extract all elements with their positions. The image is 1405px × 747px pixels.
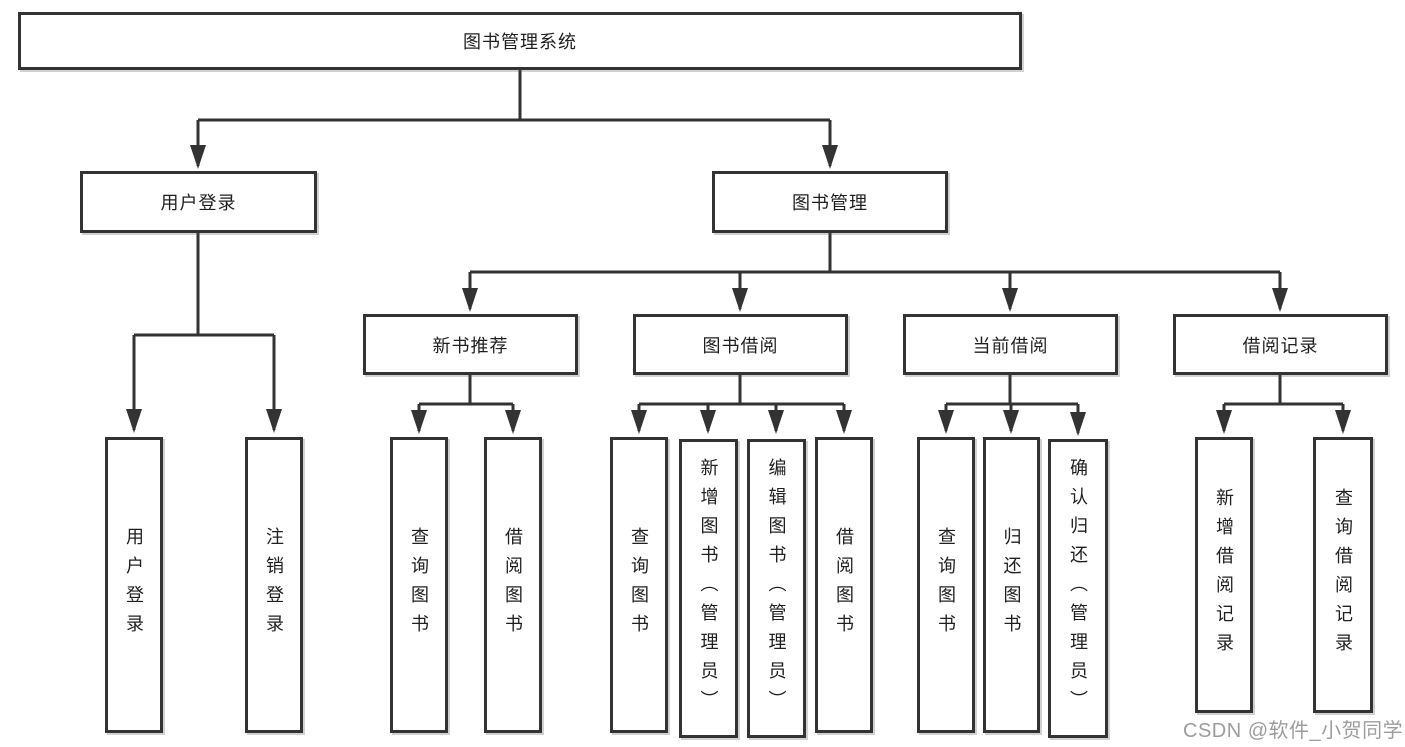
node-book-borrow-label: 图书借阅 <box>702 335 779 356</box>
csdn-watermark: CSDN @软件_小贺同学 <box>1183 720 1404 742</box>
leaf-return-books-label: 归还图书 <box>1001 527 1022 643</box>
leaf-borrow-books-recommend: 借阅图书 <box>484 437 542 733</box>
node-library-system: 图书管理系统 <box>18 12 1022 70</box>
node-user-login-label: 用户登录 <box>160 193 237 213</box>
leaf-query-borrow-record-label: 查询借阅记录 <box>1333 488 1353 662</box>
connector-trunks <box>134 70 1343 406</box>
node-current-borrow-label: 当前借阅 <box>972 335 1049 356</box>
node-library-system-label: 图书管理系统 <box>463 32 577 52</box>
leaf-query-books-borrow-label: 查询图书 <box>629 527 649 643</box>
node-current-borrow: 当前借阅 <box>903 314 1118 375</box>
leaf-edit-book-admin: 编辑图书（管理员） <box>747 439 806 738</box>
leaf-add-borrow-record: 新增借阅记录 <box>1195 437 1253 713</box>
node-borrow-records: 借阅记录 <box>1173 314 1388 375</box>
leaf-return-books: 归还图书 <box>983 437 1040 733</box>
node-book-borrow: 图书借阅 <box>633 314 848 375</box>
leaf-borrow-books-borrow-label: 借阅图书 <box>834 527 854 643</box>
leaf-confirm-return-admin: 确认归还（管理员） <box>1048 439 1108 738</box>
leaf-query-books-current: 查询图书 <box>917 437 975 733</box>
node-new-book-recommend-label: 新书推荐 <box>432 335 509 356</box>
leaf-query-books-borrow: 查询图书 <box>610 437 668 733</box>
leaf-add-book-admin-label: 新增图书（管理员） <box>698 458 719 719</box>
node-user-login: 用户登录 <box>80 171 317 233</box>
leaf-user-login-label: 用户登录 <box>124 527 144 643</box>
leaf-borrow-books-borrow: 借阅图书 <box>815 437 873 733</box>
leaf-query-borrow-record: 查询借阅记录 <box>1313 437 1373 713</box>
leaf-logout: 注销登录 <box>245 437 303 733</box>
leaf-edit-book-admin-label: 编辑图书（管理员） <box>766 458 787 719</box>
node-borrow-records-label: 借阅记录 <box>1242 335 1319 356</box>
leaf-query-books-recommend-label: 查询图书 <box>409 527 429 643</box>
leaf-add-book-admin: 新增图书（管理员） <box>679 439 738 738</box>
node-book-management-label: 图书管理 <box>792 193 868 213</box>
node-book-management: 图书管理 <box>712 171 948 233</box>
leaf-query-books-recommend: 查询图书 <box>390 437 448 733</box>
node-new-book-recommend: 新书推荐 <box>363 314 578 375</box>
leaf-add-borrow-record-label: 新增借阅记录 <box>1214 488 1234 662</box>
leaf-confirm-return-admin-label: 确认归还（管理员） <box>1068 458 1088 719</box>
leaf-logout-label: 注销登录 <box>264 527 284 643</box>
leaf-query-books-current-label: 查询图书 <box>936 527 956 643</box>
leaf-borrow-books-recommend-label: 借阅图书 <box>503 527 523 643</box>
leaf-user-login: 用户登录 <box>105 437 163 733</box>
